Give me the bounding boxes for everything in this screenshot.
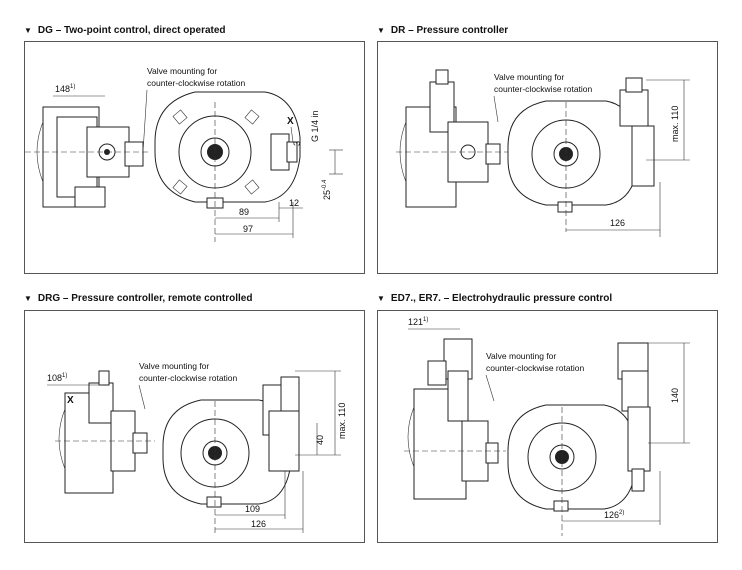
section-title-text: DRG – Pressure controller, remote contro… bbox=[37, 293, 253, 304]
technical-drawing-drg: 1081) X Valve mounting for counter-clock… bbox=[47, 361, 347, 536]
valve-note-line2: counter-clockwise rotation bbox=[486, 363, 585, 373]
dim-max110-label: max. 110 bbox=[670, 106, 680, 142]
technical-drawing-ed7: 1211) Valve mounting for counter-clockwi… bbox=[404, 317, 690, 536]
dim-126-label: 126 bbox=[610, 218, 625, 228]
triangle-bullet-icon: ▼ bbox=[24, 26, 32, 35]
dim-108-label: 1081) bbox=[47, 373, 67, 383]
pump-front-view bbox=[507, 77, 655, 232]
valve-note-line1: Valve mounting for bbox=[147, 66, 217, 76]
valve-note-line2: counter-clockwise rotation bbox=[494, 84, 593, 94]
triangle-bullet-icon: ▼ bbox=[377, 294, 385, 303]
pump-front-view bbox=[507, 342, 651, 536]
port-x-label: X bbox=[287, 116, 294, 127]
valve-note-line1: Valve mounting for bbox=[494, 72, 564, 82]
side-view bbox=[404, 338, 506, 500]
dim-97-label: 97 bbox=[243, 224, 253, 234]
dim-121-label: 1211) bbox=[408, 317, 428, 327]
valve-note-line1: Valve mounting for bbox=[139, 361, 209, 371]
triangle-bullet-icon: ▼ bbox=[377, 26, 385, 35]
dim-140-label: 140 bbox=[670, 388, 680, 403]
dim-12-label: 12 bbox=[289, 198, 299, 208]
side-view bbox=[396, 69, 508, 208]
side-view bbox=[55, 370, 155, 494]
triangle-bullet-icon: ▼ bbox=[24, 294, 32, 303]
pump-front-view bbox=[162, 376, 300, 536]
drawing-panel-dg: 1481) Valve mounting for counter-clockwi… bbox=[24, 41, 365, 274]
valve-note-line1: Valve mounting for bbox=[486, 351, 556, 361]
dim-g14-label: G 1/4 in bbox=[310, 110, 320, 142]
port-x-label: X bbox=[67, 395, 74, 406]
technical-drawing-dg: 1481) Valve mounting for counter-clockwi… bbox=[25, 66, 343, 242]
dim-25-label: 25-0.4 bbox=[322, 179, 332, 200]
section-title-text: DR – Pressure controller bbox=[390, 25, 509, 36]
dim-max110-label: max. 110 bbox=[337, 403, 347, 439]
dim-126-label: 126 bbox=[251, 519, 266, 529]
dim-89-label: 89 bbox=[239, 207, 249, 217]
section-title-dr: ▼ DR – Pressure controller bbox=[377, 25, 508, 36]
section-title-text: ED7., ER7. – Electrohydraulic pressure c… bbox=[390, 293, 613, 304]
section-title-text: DG – Two-point control, direct operated bbox=[37, 25, 226, 36]
section-title-ed7: ▼ ED7., ER7. – Electrohydraulic pressure … bbox=[377, 293, 612, 304]
pump-front-view bbox=[154, 91, 301, 242]
dim-148-label: 1481) bbox=[55, 84, 75, 94]
drawing-panel-drg: 1081) X Valve mounting for counter-clock… bbox=[24, 310, 365, 543]
section-title-dg: ▼ DG – Two-point control, direct operated bbox=[24, 25, 226, 36]
valve-note-line2: counter-clockwise rotation bbox=[139, 373, 238, 383]
drawing-panel-dr: Valve mounting for counter-clockwise rot… bbox=[377, 41, 718, 274]
dim-109-label: 109 bbox=[245, 504, 260, 514]
dim-40-label: 40 bbox=[315, 435, 325, 445]
technical-drawing-dr: Valve mounting for counter-clockwise rot… bbox=[396, 69, 690, 237]
side-view bbox=[25, 106, 150, 208]
section-title-drg: ▼ DRG – Pressure controller, remote contr… bbox=[24, 293, 252, 304]
dim-126-label: 1262) bbox=[604, 510, 624, 520]
drawing-panel-ed7: 1211) Valve mounting for counter-clockwi… bbox=[377, 310, 718, 543]
valve-note-line2: counter-clockwise rotation bbox=[147, 78, 246, 88]
dim-3-label: 3 bbox=[292, 141, 302, 146]
